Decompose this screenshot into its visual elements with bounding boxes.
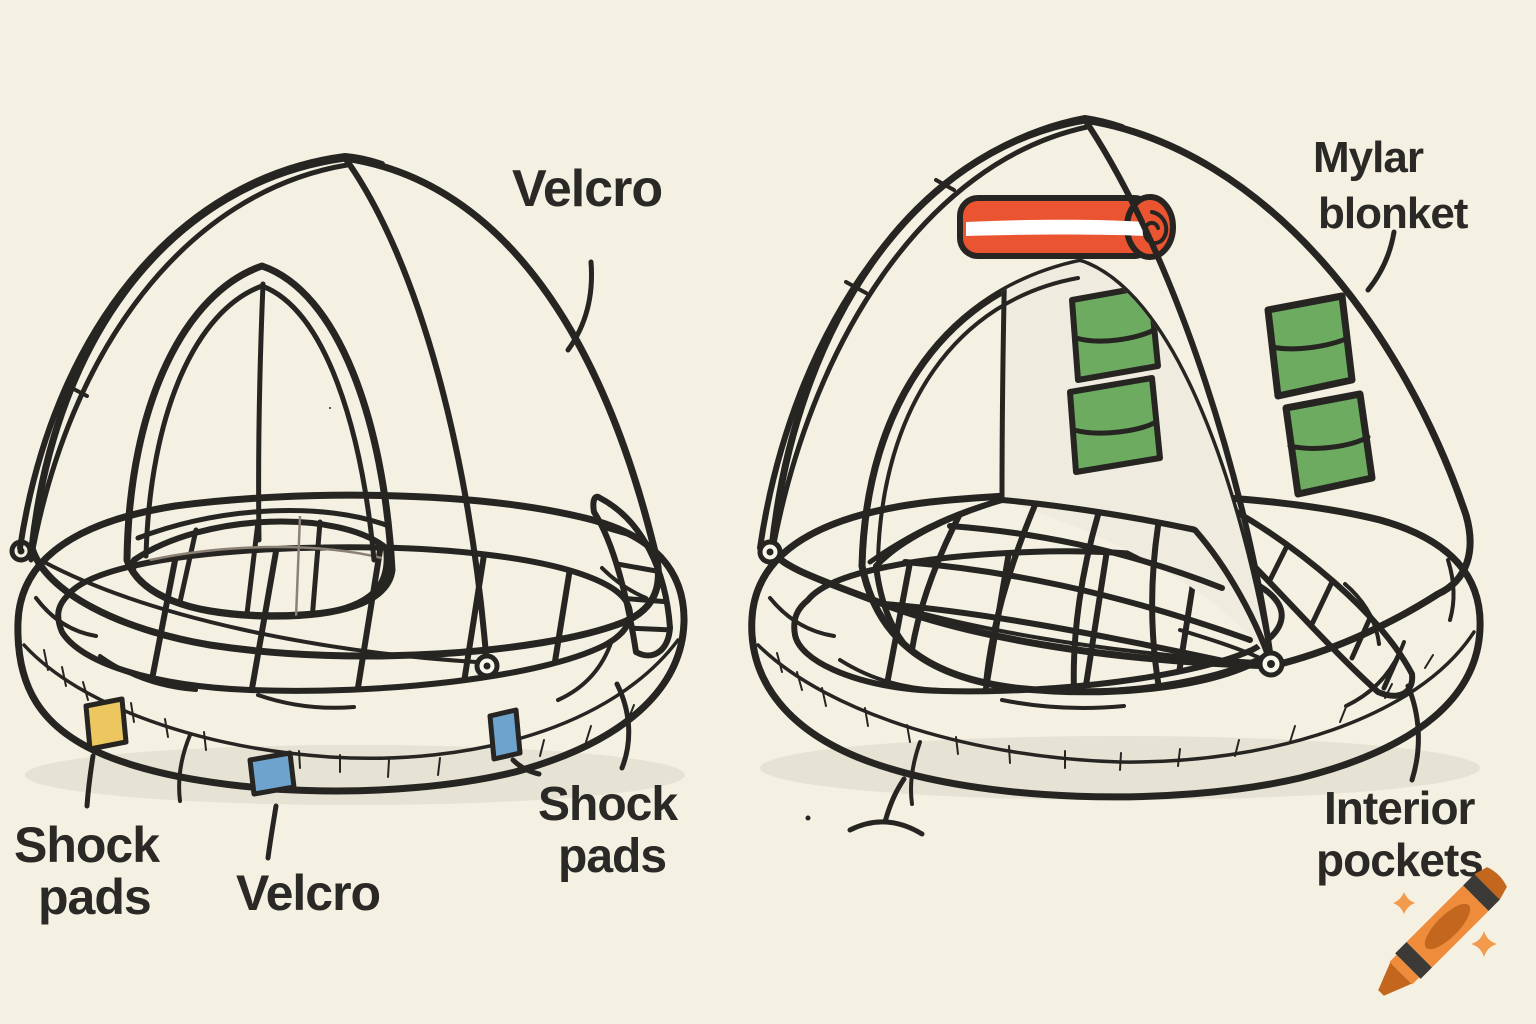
right-front-seam [1082, 117, 1273, 655]
left-front-mat-stripes [145, 547, 575, 691]
leader-shock-mid-curve [614, 681, 632, 771]
sparkle-icon-large [1471, 931, 1497, 957]
right-floor-grid [882, 502, 1259, 692]
shock-pads-mid-label-line2: pads [558, 830, 666, 883]
left-base-shock-pad-yellow [83, 696, 129, 752]
leader-lines [84, 229, 1421, 861]
crayon-logo-icon [1378, 867, 1507, 996]
velcro-top-label: Velcro [512, 160, 662, 218]
left-base [14, 407, 688, 803]
sleeping-roll [957, 194, 1176, 260]
right-door-inner-arch [876, 276, 1080, 562]
velcro-bottom-label: Velcro [236, 865, 380, 921]
interior-pocket-1 [1069, 283, 1161, 383]
right-tent-door [858, 258, 1272, 696]
left-base-shadow [25, 745, 685, 805]
right-base-hatch [776, 652, 1434, 771]
exterior-pocket-1 [1264, 292, 1356, 400]
leader-velcro-bottom [265, 803, 279, 861]
left-tent-pole [17, 153, 385, 563]
right-tent [748, 115, 1484, 837]
interior-pocket-2 [1067, 375, 1163, 475]
labels: Velcro Mylar blonket Shock pads Velcro S… [14, 133, 1484, 925]
left-tent-door [123, 262, 396, 620]
interior-pockets-label-line1: Interior [1324, 782, 1476, 834]
ground-mark [805, 776, 925, 837]
shock-pads-left-label-line2: pads [38, 869, 151, 925]
left-pole-tip-grommet [9, 539, 33, 563]
right-front-grommet [1257, 650, 1285, 678]
right-tent-pole [757, 115, 1125, 563]
left-side-mat-wedge [590, 493, 673, 659]
sparkle-icon-small [1393, 892, 1415, 914]
left-base-hatch [43, 407, 666, 778]
leader-shock-left [84, 753, 96, 809]
mylar-blanket-label-line2: blonket [1318, 189, 1469, 238]
shock-pads-mid-label-line1: Shock [538, 778, 678, 831]
left-base-shock-pad-blue [487, 707, 523, 762]
mylar-blanket-label-line1: Mylar [1313, 133, 1424, 182]
exterior-pocket-2 [1282, 390, 1376, 498]
leader-velcro-top [565, 259, 595, 353]
left-base-puff-lines [34, 566, 648, 803]
leader-shock-mid-tick [510, 757, 542, 777]
right-tent-hem-line [782, 562, 1258, 664]
leader-mylar [1365, 229, 1397, 293]
left-front-seam [342, 155, 489, 658]
left-tent-hem-line [42, 560, 478, 664]
left-door-inner-arch [143, 283, 377, 563]
left-base-velcro-patch-blue [247, 750, 297, 797]
left-front-grommet [474, 653, 500, 679]
interior-pockets-label-line2: pockets [1316, 834, 1483, 886]
left-front-mat [55, 544, 633, 694]
right-pole-tip-grommet [757, 539, 783, 565]
shock-pads-left-label-line1: Shock [14, 817, 160, 873]
leader-interior-pockets [1405, 683, 1421, 783]
left-tent [9, 153, 688, 805]
